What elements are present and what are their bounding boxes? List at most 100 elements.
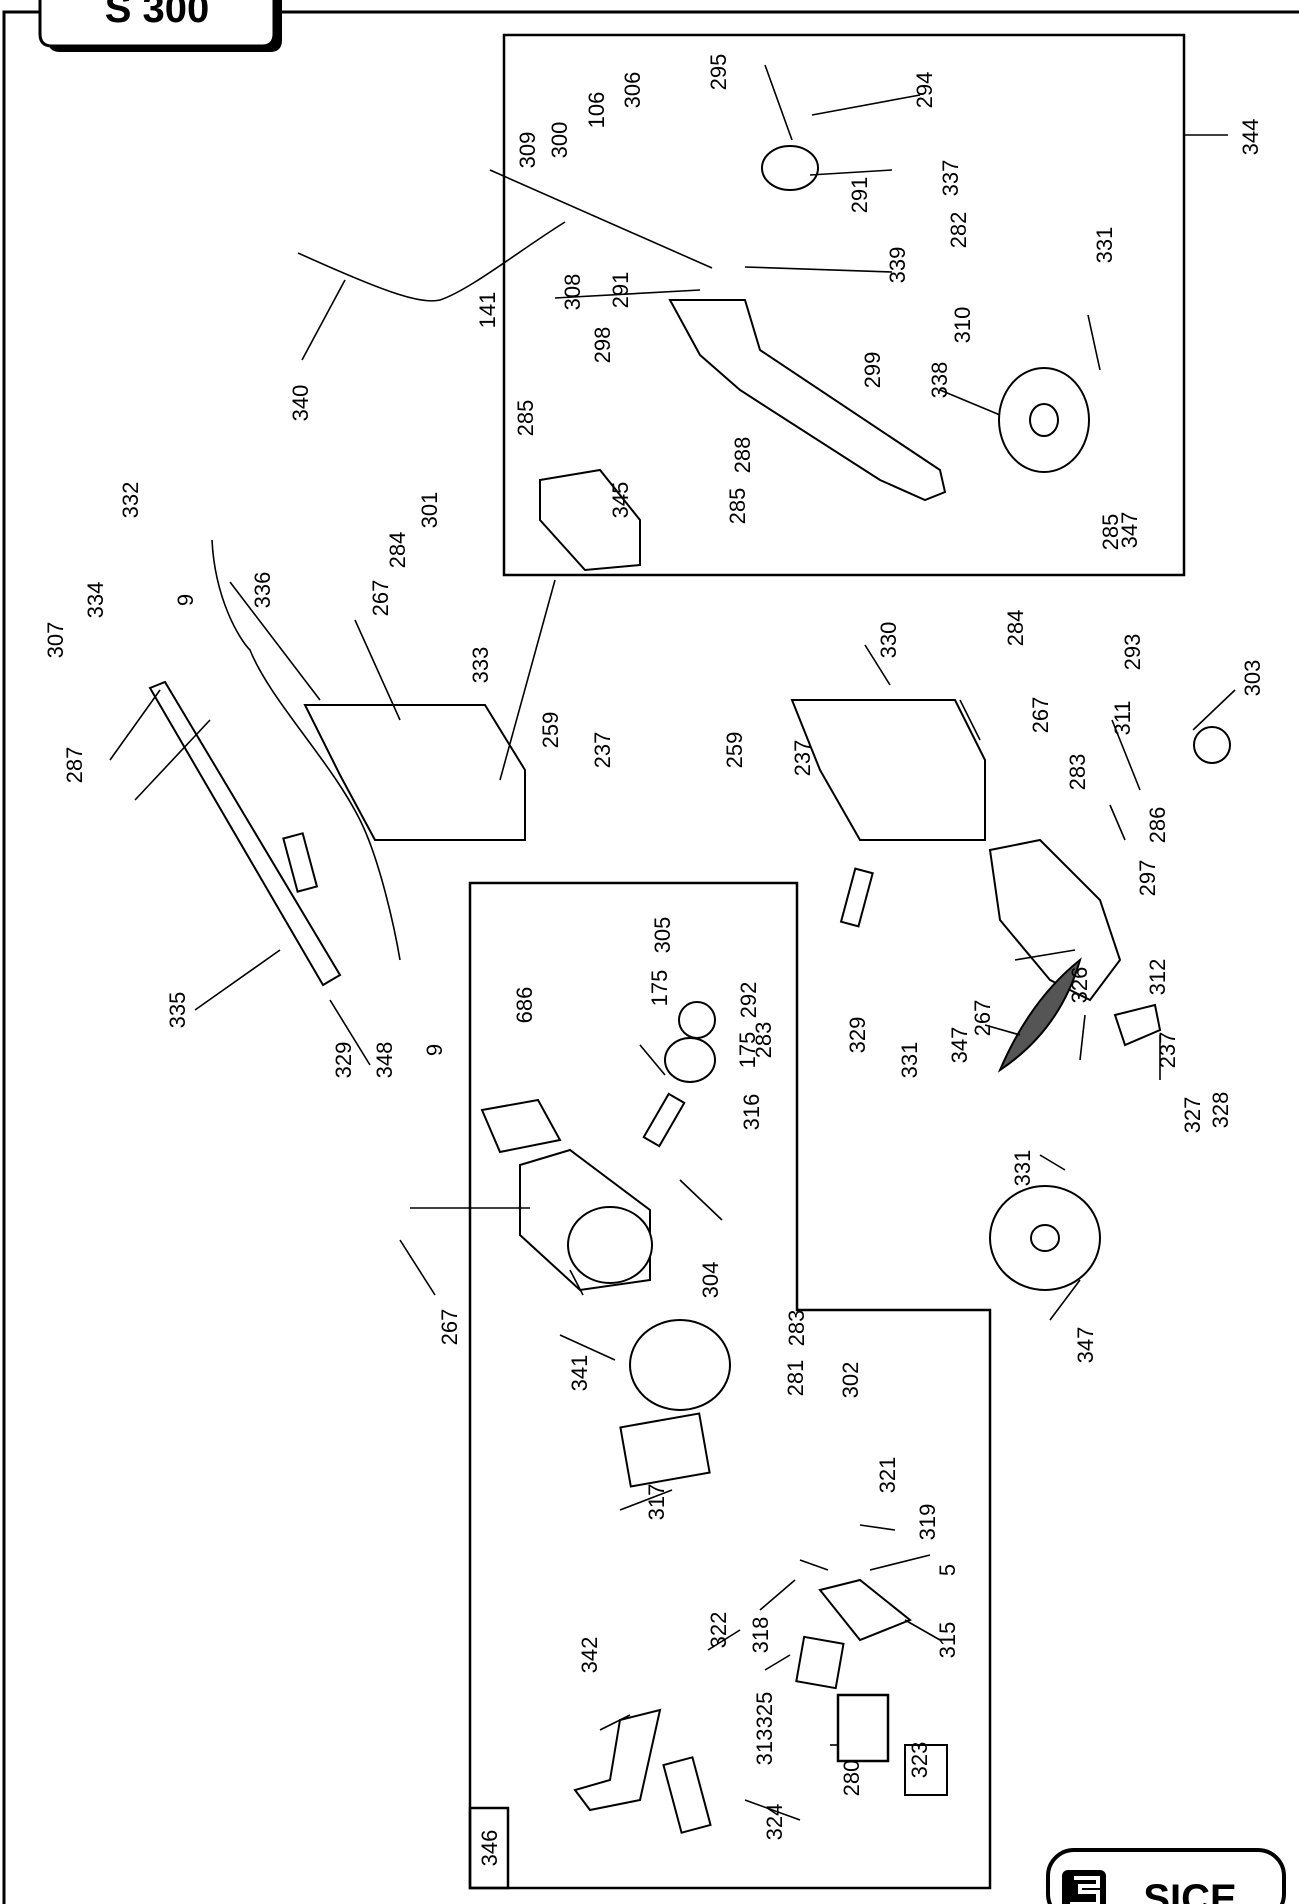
part-number-label: 327 [1180, 1097, 1205, 1134]
bracket-325 [795, 1635, 845, 1690]
blade-347-middle [997, 957, 1082, 1073]
model-tab-label: S 300 [105, 0, 210, 31]
spring-304 [642, 1092, 686, 1148]
kit-box-313 [836, 1693, 890, 1763]
part-number-label: 9 [422, 1044, 447, 1056]
handle-324 [662, 1756, 712, 1834]
part-number-label: 237 [590, 732, 615, 769]
sice-logo: SICE [1046, 1848, 1286, 1904]
part-number-label: 312 [1145, 959, 1170, 996]
part-number-label: 326 [1067, 967, 1092, 1004]
part-number-label: 309 [515, 132, 540, 169]
part-number-label: 285 [1098, 514, 1123, 551]
part-number-label: 341 [567, 1355, 592, 1392]
part-number-label: 332 [118, 482, 143, 519]
part-number-label: 333 [468, 647, 493, 684]
stud-329-left [282, 832, 319, 893]
part-number-label: 259 [538, 712, 563, 749]
part-number-label: 5 [935, 1564, 960, 1576]
part-number-label: 322 [706, 1612, 731, 1649]
logo-text: SICE [1143, 1877, 1236, 1904]
part-number-label: 291 [847, 177, 872, 214]
part-number-label: 302 [838, 1362, 863, 1399]
part-number-label: 9 [173, 594, 198, 606]
part-number-label: 331 [1092, 227, 1117, 264]
cable-340 [297, 221, 566, 302]
part-number-label: 319 [915, 1504, 940, 1541]
part-number-label: 305 [650, 917, 675, 954]
part-number-label: 293 [1120, 634, 1145, 671]
part-number-label: 335 [165, 992, 190, 1029]
part-number-label: 344 [1238, 119, 1263, 156]
part-number-label: 259 [722, 732, 747, 769]
cable-332 [211, 539, 401, 961]
part-number-label: 336 [250, 572, 275, 609]
part-number-label: 303 [1240, 660, 1265, 697]
wheel-347-lower [989, 1185, 1101, 1291]
plate-330 [790, 699, 986, 841]
part-number-label: 237 [790, 740, 815, 777]
part-number-label: 106 [584, 92, 609, 129]
plate-315 [818, 1578, 912, 1642]
part-number-label: 345 [608, 482, 633, 519]
part-number-label: 310 [950, 307, 975, 344]
rotor-317 [619, 1319, 731, 1488]
part-number-label: 298 [590, 327, 615, 364]
part-number-label: 284 [1003, 610, 1028, 647]
part-number-label: 267 [970, 1000, 995, 1037]
part-number-label: 342 [577, 1637, 602, 1674]
group-box-346 [468, 881, 992, 1890]
housing-341 [519, 1148, 653, 1292]
part-number-label: 285 [513, 400, 538, 437]
part-number-label: 282 [946, 212, 971, 249]
part-number-label: 301 [417, 492, 442, 529]
part-number-label: 328 [1208, 1092, 1233, 1129]
part-number-label: 316 [739, 1094, 764, 1131]
part-number-label: 331 [1010, 1150, 1035, 1187]
part-number-label: 292 [736, 982, 761, 1019]
part-number-label: 308 [560, 274, 585, 311]
housing-326 [988, 838, 1122, 1002]
part-number-label: 284 [385, 532, 410, 569]
part-number-label: 338 [927, 362, 952, 399]
part-number-label: 267 [1028, 697, 1053, 734]
part-number-label: 295 [706, 54, 731, 91]
part-number-label: 281 [783, 1360, 808, 1397]
group-box-346-label: 346 [477, 1830, 502, 1867]
part-number-label: 317 [644, 1484, 669, 1521]
part-number-label: 283 [784, 1310, 809, 1347]
part-number-label: 280 [839, 1760, 864, 1797]
part-number-label: 304 [698, 1262, 723, 1299]
part-number-label: 285 [725, 488, 750, 525]
part-number-label: 324 [762, 1804, 787, 1841]
part-number-label: 337 [938, 160, 963, 197]
part-number-label: 334 [83, 582, 108, 619]
part-number-label: 283 [1065, 754, 1090, 791]
part-number-label: 331 [897, 1042, 922, 1079]
part-number-label: 347 [947, 1027, 972, 1064]
group-box-344 [502, 33, 1186, 577]
part-number-label: 321 [875, 1457, 900, 1494]
part-number-label: 686 [512, 987, 537, 1024]
page-frame [2, 10, 1299, 1904]
part-number-label: 347 [1073, 1327, 1098, 1364]
part-number-label: 306 [620, 72, 645, 109]
wheel-347-upper [998, 367, 1090, 473]
part-number-label: 175 [647, 970, 672, 1007]
part-number-label: 283 [751, 1022, 776, 1059]
arm-338 [668, 299, 947, 502]
cylinder-337 [761, 145, 819, 191]
part-number-label: 288 [730, 437, 755, 474]
part-number-label: 315 [935, 1622, 960, 1659]
part-number-label: 294 [912, 72, 937, 109]
model-tab: S 300 [38, 0, 282, 52]
part-number-label: 311 [1110, 700, 1135, 735]
part-number-label: 286 [1145, 807, 1170, 844]
ball-305 [678, 1001, 716, 1039]
stud-329-right [839, 867, 874, 928]
bar-335 [148, 680, 342, 987]
part-number-label: 329 [845, 1017, 870, 1054]
part-number-label: 313 [752, 1729, 777, 1766]
